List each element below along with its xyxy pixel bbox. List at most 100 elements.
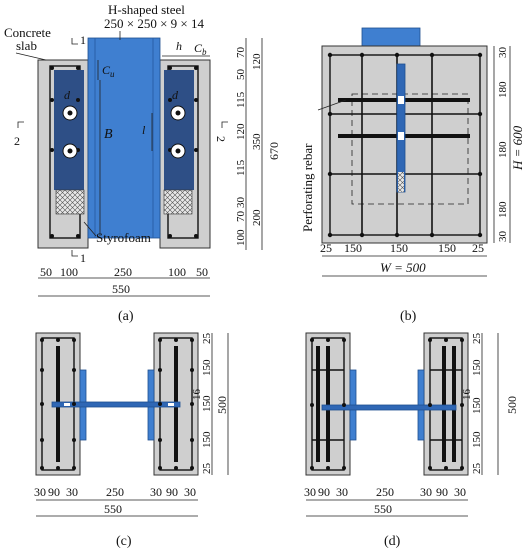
svg-text:150: 150: [201, 395, 213, 412]
width-label: W = 500: [380, 260, 426, 275]
panel-c-bottom-dims: 30 90 30 250 30 90 30 550: [34, 485, 196, 516]
symbol-d-right: d: [172, 88, 179, 102]
caption-a: (a): [118, 309, 134, 324]
perforation-holes: [62, 105, 186, 159]
svg-text:30: 30: [34, 485, 46, 499]
svg-text:120: 120: [251, 53, 263, 70]
svg-text:50: 50: [235, 69, 247, 81]
svg-text:25: 25: [471, 463, 483, 475]
svg-text:25: 25: [472, 241, 484, 255]
symbol-d-left: d: [64, 88, 71, 102]
svg-text:30: 30: [454, 485, 466, 499]
svg-text:30: 30: [497, 231, 509, 243]
steel-top-view: [361, 27, 421, 47]
symbol-l: l: [142, 123, 146, 137]
svg-text:30: 30: [66, 485, 78, 499]
left-styrofoam: [55, 189, 85, 215]
steel-outline-dashed: [351, 93, 469, 205]
svg-text:250: 250: [114, 265, 132, 279]
symbol-B: B: [104, 127, 113, 142]
total-height-670: 670: [267, 142, 281, 160]
section-mark-left: 2: [14, 134, 20, 148]
svg-text:25: 25: [201, 333, 213, 345]
panel-b-bottom-dims: 25 150 150 150 25 W = 500: [320, 241, 484, 275]
svg-text:550: 550: [374, 502, 392, 516]
svg-text:150: 150: [344, 241, 362, 255]
panel-a-bottom-dims: 50 100 250 100 50 550: [40, 265, 208, 296]
panel-d: 25 150 16 150 150 25 500 30 90 30 250 30…: [304, 332, 519, 549]
h-shaped-steel: [87, 37, 161, 239]
svg-text:25: 25: [471, 333, 483, 345]
svg-text:250: 250: [106, 485, 124, 499]
panel-a: Concrete slab H-shaped steel 250 × 250 ×…: [4, 2, 281, 324]
panel-d-bottom-dims: 30 90 30 250 30 90 30 550: [304, 485, 466, 516]
svg-text:250: 250: [376, 485, 394, 499]
svg-text:16: 16: [191, 389, 203, 401]
panel-c: 25 150 150 16 150 25 500 30 90 30 250 30…: [34, 332, 229, 549]
concrete-slab-label-1: Concrete: [4, 25, 51, 40]
perforating-rebar-label: Perforating rebar: [300, 143, 315, 232]
svg-text:100: 100: [235, 229, 247, 246]
symbol-cu: Cu: [102, 63, 115, 79]
svg-text:150: 150: [390, 241, 408, 255]
svg-text:30: 30: [235, 197, 247, 209]
panel-b-rebar-dots: [327, 52, 483, 238]
total-width-550: 550: [112, 282, 130, 296]
steel-label-2: 250 × 250 × 9 × 14: [104, 16, 204, 31]
svg-text:500: 500: [505, 396, 519, 414]
svg-text:50: 50: [196, 265, 208, 279]
svg-text:200: 200: [251, 209, 263, 226]
panel-c-rebar-dots: [40, 338, 194, 470]
section-mark-right: 2: [214, 136, 228, 142]
svg-text:30: 30: [420, 485, 432, 499]
svg-text:30: 30: [150, 485, 162, 499]
height-label: H = 600: [510, 125, 525, 171]
panel-b: Perforating rebar 30 180 180 180 30 H = …: [300, 27, 525, 324]
svg-text:500: 500: [215, 396, 229, 414]
concrete-slab-label-2: slab: [16, 38, 37, 53]
styrofoam-label: Styrofoam: [96, 230, 151, 245]
svg-text:30: 30: [184, 485, 196, 499]
svg-text:350: 350: [251, 133, 263, 150]
svg-text:150: 150: [471, 359, 483, 376]
svg-text:115: 115: [235, 91, 247, 108]
section-mark-bottom: 1: [80, 251, 86, 265]
panel-a-right-dims: 70 50 115 120 115 30 70 100 120 350 200 …: [235, 47, 281, 247]
caption-b: (b): [400, 309, 417, 324]
svg-text:30: 30: [497, 47, 509, 59]
svg-text:30: 30: [304, 485, 316, 499]
svg-text:180: 180: [497, 141, 509, 158]
caption-d: (d): [384, 534, 401, 549]
svg-text:90: 90: [318, 485, 330, 499]
right-styrofoam: [163, 189, 193, 215]
right-slab-inner: [164, 70, 194, 190]
svg-text:16: 16: [461, 389, 473, 401]
svg-text:550: 550: [104, 502, 122, 516]
svg-text:90: 90: [48, 485, 60, 499]
svg-text:25: 25: [201, 463, 213, 475]
svg-text:25: 25: [320, 241, 332, 255]
svg-text:100: 100: [60, 265, 78, 279]
svg-text:180: 180: [497, 81, 509, 98]
svg-text:30: 30: [336, 485, 348, 499]
svg-text:120: 120: [235, 123, 247, 140]
panel-c-right-dims: 25 150 150 16 150 25 500: [191, 333, 229, 475]
symbol-h: h: [176, 39, 182, 53]
svg-text:70: 70: [235, 211, 247, 223]
svg-text:150: 150: [471, 397, 483, 414]
section-mark-top: 1: [80, 33, 86, 47]
svg-text:150: 150: [201, 359, 213, 376]
left-slab-inner: [54, 70, 84, 190]
steel-label-1: H-shaped steel: [108, 2, 185, 17]
panel-b-right-dims: 30 180 180 180 30 H = 600: [497, 47, 525, 243]
panel-d-rebar-dots: [310, 338, 464, 470]
svg-text:90: 90: [436, 485, 448, 499]
svg-text:100: 100: [168, 265, 186, 279]
svg-text:115: 115: [235, 159, 247, 176]
c-web: [51, 401, 181, 408]
caption-c: (c): [116, 534, 132, 549]
symbol-cb: Cb: [194, 41, 207, 57]
svg-text:150: 150: [438, 241, 456, 255]
svg-text:150: 150: [201, 431, 213, 448]
